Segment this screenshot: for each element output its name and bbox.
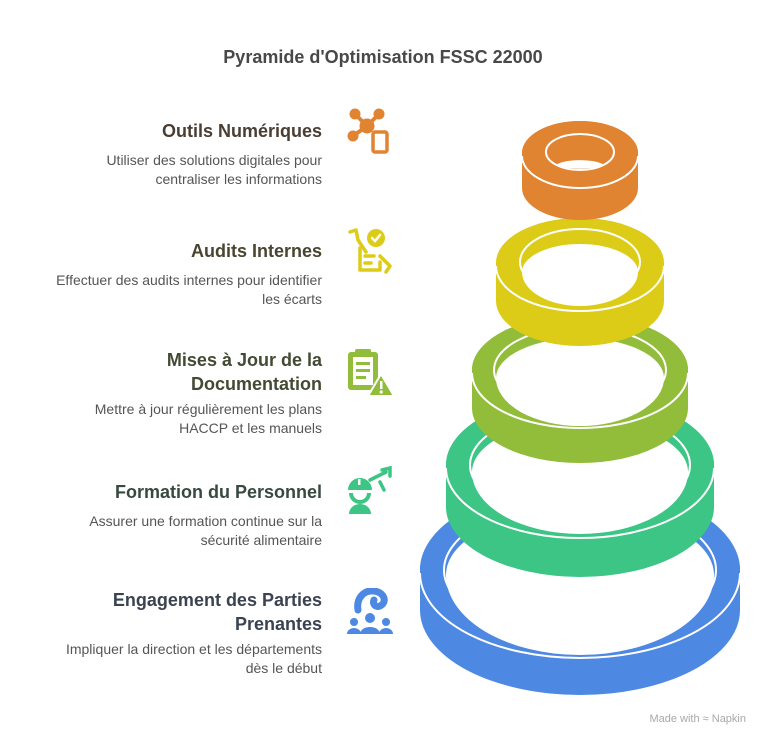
description-line: les écarts — [262, 291, 322, 307]
heading-line: Prenantes — [234, 614, 322, 634]
description-line: Impliquer la direction et les départemen… — [65, 641, 322, 657]
made-with-label: Made with — [649, 713, 700, 725]
brand-label: Napkin — [711, 713, 746, 725]
level-outils-numeriques: Outils Numériques Utiliser des solutions… — [106, 119, 322, 189]
ring-outils — [521, 121, 639, 220]
napkin-logo-icon: ≈ — [702, 713, 709, 725]
level-heading: Formation du Personnel — [114, 482, 322, 502]
ring-documentation — [471, 315, 689, 463]
napkin-watermark: Made with ≈ Napkin — [649, 713, 746, 725]
level-description: Impliquer la direction et les départemen… — [66, 640, 322, 678]
worker-training-icon — [348, 466, 392, 514]
level-engagement: Engagement des Parties Prenantes Impliqu… — [66, 588, 322, 678]
level-formation: Formation du Personnel Assurer une forma… — [89, 480, 322, 550]
audit-checklist-icon — [348, 228, 392, 274]
description-line: Utiliser des solutions digitales pour — [106, 152, 322, 168]
description-line: Effectuer des audits internes pour ident… — [56, 272, 322, 288]
description-line: sécurité alimentaire — [200, 532, 322, 548]
level-heading: Engagement des Parties Prenantes — [66, 588, 322, 636]
level-heading: Mises à Jour de la Documentation — [95, 348, 322, 396]
level-audits-internes: Audits Internes Effectuer des audits int… — [56, 239, 322, 309]
description-line: dès le début — [245, 660, 322, 676]
ring-audits — [495, 218, 665, 346]
level-heading: Outils Numériques — [161, 121, 322, 141]
level-documentation: Mises à Jour de la Documentation Mettre … — [95, 348, 322, 438]
diagram-title: Pyramide d'Optimisation FSSC 22000 — [223, 47, 543, 67]
level-heading: Audits Internes — [190, 241, 322, 261]
level-description: Utiliser des solutions digitales pour ce… — [106, 151, 322, 189]
heading-line: Documentation — [190, 374, 322, 394]
heading-line: Engagement des Parties — [112, 590, 322, 610]
clipboard-warning-icon — [348, 349, 394, 396]
heading-line: Mises à Jour de la — [166, 350, 322, 370]
description-line: centraliser les informations — [155, 171, 322, 187]
level-description: Mettre à jour régulièrement les plans HA… — [95, 400, 322, 438]
stakeholders-group-icon — [347, 588, 393, 634]
description-line: Mettre à jour régulièrement les plans — [94, 401, 322, 417]
digital-network-phone-icon — [347, 108, 389, 154]
description-line: HACCP et les manuels — [179, 420, 322, 436]
description-line: Assurer une formation continue sur la — [89, 513, 322, 529]
level-description: Assurer une formation continue sur la sé… — [89, 512, 322, 550]
level-description: Effectuer des audits internes pour ident… — [56, 271, 322, 309]
